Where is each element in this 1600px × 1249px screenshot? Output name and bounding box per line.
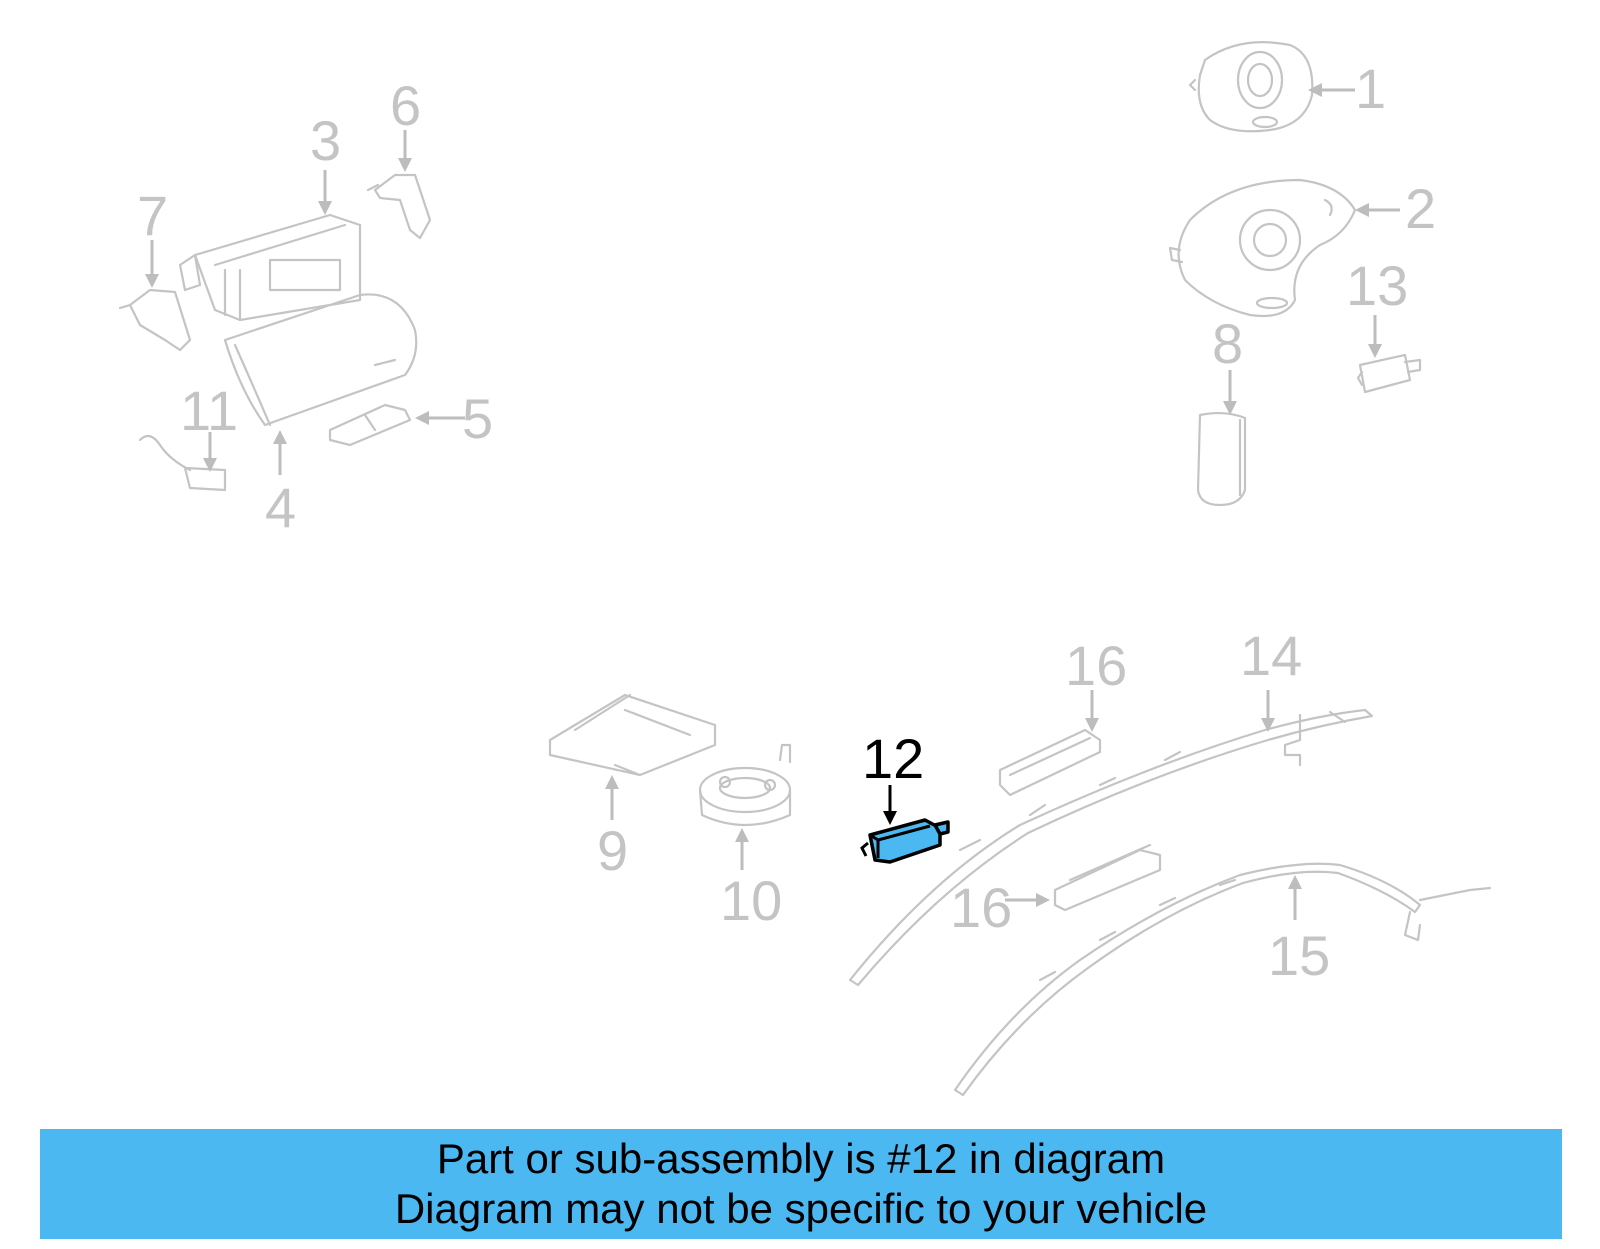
part-9-drawing bbox=[548, 693, 717, 777]
part-5-drawing bbox=[328, 403, 412, 447]
callout-label-8: 8 bbox=[1212, 312, 1243, 375]
callout-label-13: 13 bbox=[1346, 254, 1408, 317]
part-7-drawing bbox=[118, 288, 192, 352]
callout-label-16b: 16 bbox=[950, 876, 1012, 939]
callout-4: 4 bbox=[265, 430, 296, 539]
callout-9: 9 bbox=[597, 775, 628, 882]
callout-label-15: 15 bbox=[1268, 924, 1330, 987]
part-8-drawing bbox=[1196, 411, 1247, 507]
info-banner: Part or sub-assembly is #12 in diagram D… bbox=[40, 1129, 1562, 1239]
callout-label-3: 3 bbox=[310, 109, 341, 172]
part-3-drawing bbox=[178, 213, 362, 322]
callout-6: 6 bbox=[390, 74, 421, 172]
callout-7: 7 bbox=[137, 184, 168, 288]
callout-label-2: 2 bbox=[1405, 177, 1436, 240]
callout-label-5: 5 bbox=[462, 387, 493, 450]
banner-line-2: Diagram may not be specific to your vehi… bbox=[394, 1185, 1208, 1232]
part-4-drawing bbox=[223, 293, 418, 427]
callout-10: 10 bbox=[720, 828, 782, 932]
callout-label-4: 4 bbox=[265, 476, 296, 539]
callout-14: 14 bbox=[1240, 624, 1302, 732]
callout-11: 11 bbox=[180, 379, 238, 472]
callout-16a: 16 bbox=[1065, 634, 1127, 732]
callout-label-1: 1 bbox=[1355, 57, 1386, 120]
callout-label-9: 9 bbox=[597, 819, 628, 882]
part-14-drawing bbox=[848, 708, 1374, 987]
part-6-drawing bbox=[366, 173, 432, 240]
callout-label-10: 10 bbox=[720, 869, 782, 932]
part-11-drawing bbox=[138, 434, 227, 492]
callout-label-12: 12 bbox=[862, 727, 924, 790]
callout-3: 3 bbox=[310, 109, 341, 215]
callout-12: 12 bbox=[862, 727, 924, 825]
part-10-drawing bbox=[698, 743, 792, 827]
part-1-drawing bbox=[1188, 41, 1314, 133]
callout-1: 1 bbox=[1308, 57, 1386, 120]
callout-label-16a: 16 bbox=[1065, 634, 1127, 697]
callout-16b: 16 bbox=[950, 876, 1050, 939]
callout-label-11: 11 bbox=[180, 379, 238, 442]
callout-2: 2 bbox=[1355, 177, 1436, 240]
part-16a-drawing bbox=[998, 728, 1102, 797]
callout-5: 5 bbox=[415, 387, 493, 450]
callout-15: 15 bbox=[1268, 875, 1330, 987]
callout-label-14: 14 bbox=[1240, 624, 1302, 687]
part-2-drawing bbox=[1168, 178, 1357, 318]
banner-line-1: Part or sub-assembly is #12 in diagram bbox=[436, 1135, 1166, 1182]
part-15-drawing bbox=[953, 862, 1492, 1097]
callout-label-6: 6 bbox=[390, 74, 421, 137]
callout-label-7: 7 bbox=[137, 184, 168, 247]
part-13-drawing bbox=[1356, 353, 1422, 394]
callout-8: 8 bbox=[1212, 312, 1243, 415]
part-16b-drawing bbox=[1053, 843, 1162, 912]
callout-13: 13 bbox=[1346, 254, 1408, 358]
part-12-drawing bbox=[860, 818, 950, 864]
